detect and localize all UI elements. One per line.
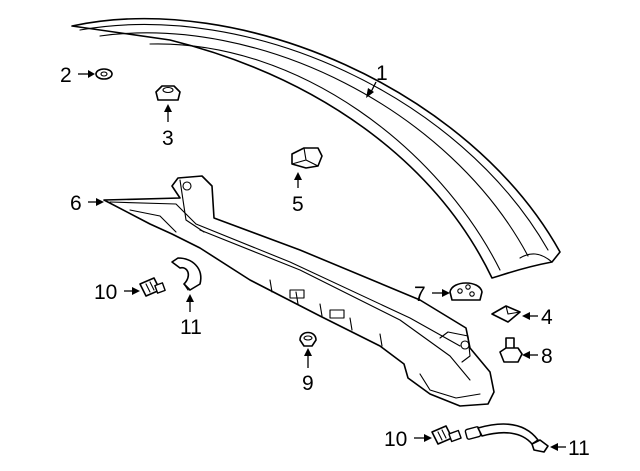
plug-part [299, 331, 317, 347]
hose-part-upper [171, 257, 202, 291]
callout-11-lower: 11 [568, 437, 590, 460]
leader-lines [78, 70, 566, 451]
nut-part [155, 85, 181, 101]
callout-1: 1 [376, 62, 388, 85]
callout-labels: 1 2 3 4 5 6 7 8 9 10 11 10 11 [60, 62, 590, 460]
spoiler-part [71, 17, 561, 279]
callout-2: 2 [60, 64, 72, 87]
callout-6: 6 [70, 192, 82, 215]
nozzle-part-lower [431, 425, 462, 445]
callout-7: 7 [414, 283, 426, 306]
bracket-part [103, 175, 495, 407]
callout-8: 8 [541, 345, 553, 368]
callout-4: 4 [541, 306, 553, 329]
callout-9: 9 [302, 372, 314, 395]
callout-5: 5 [292, 193, 304, 216]
callout-10-lower: 10 [384, 428, 407, 451]
bolt-part [499, 337, 523, 363]
grommet-part [449, 282, 483, 301]
nozzle-part-upper [139, 277, 166, 297]
callout-10-upper: 10 [94, 281, 117, 304]
hose-part-lower [464, 423, 549, 453]
callout-3: 3 [162, 127, 174, 150]
clip-part [291, 147, 323, 169]
washer-part [95, 68, 113, 80]
callout-11-upper: 11 [180, 316, 202, 339]
pad-part [491, 305, 521, 323]
